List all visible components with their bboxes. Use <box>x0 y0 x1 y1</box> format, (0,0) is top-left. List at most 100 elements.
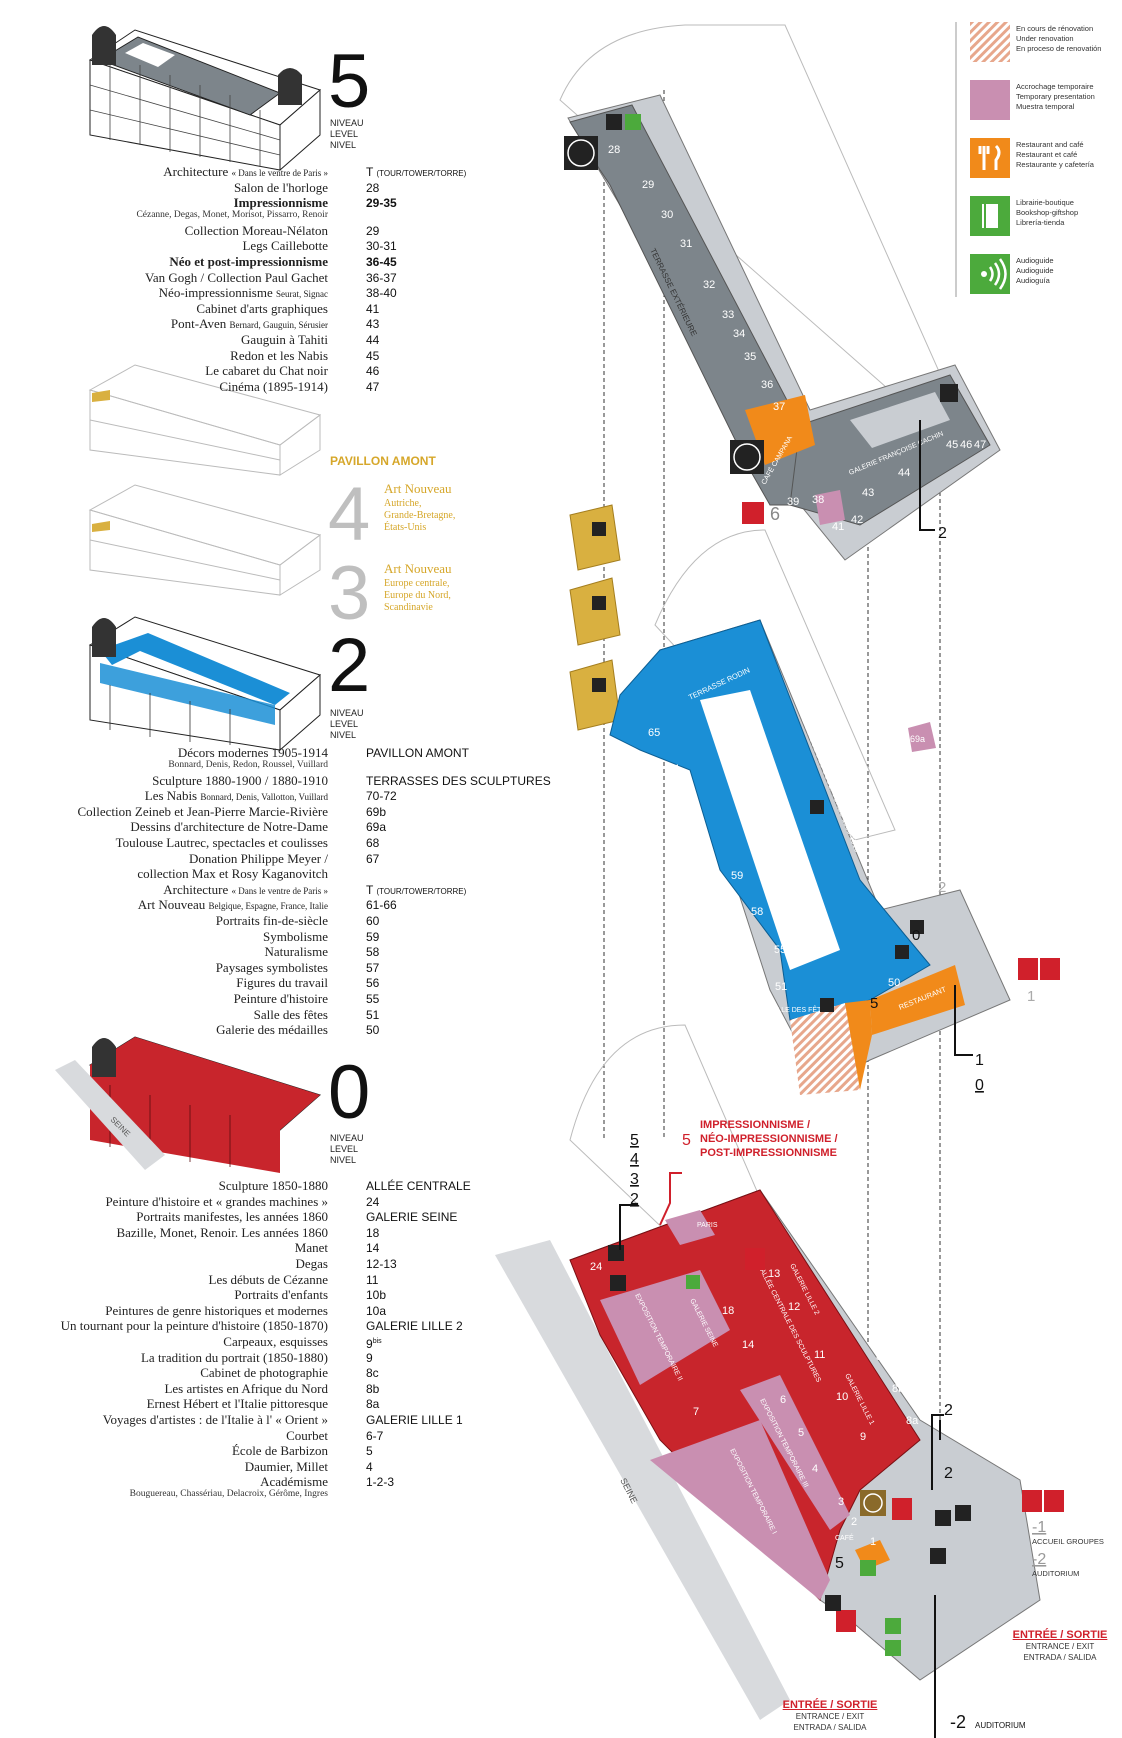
row-label-text: Paysages symbolistes <box>215 959 328 975</box>
row-value-text: 46 <box>366 364 380 379</box>
list-row: Donation Philippe Meyer / 67 <box>0 851 1122 868</box>
row-value: 51 <box>366 1007 379 1023</box>
row-label: Redon et les Nabis <box>230 348 328 364</box>
level5-wc-number: 6 <box>770 504 780 524</box>
row-value-text: 67 <box>366 851 380 866</box>
row-label: Donation Philippe Meyer / <box>189 851 328 867</box>
row-value: 6-7 <box>366 1428 383 1444</box>
entrance-bottom[interactable]: ENTRÉE / SORTIE ENTRANCE / EXIT ENTRADA … <box>782 1699 878 1733</box>
room-4: 4 <box>812 1463 818 1475</box>
row-value: 30-31 <box>366 238 397 254</box>
list-row: Académisme 1-2-3 <box>0 1474 1122 1491</box>
row-label-text: Toulouse Lautrec, spectacles et coulisse… <box>115 835 328 850</box>
row-label-text: Salon de l'horloge <box>233 179 328 195</box>
row-value-text: 60 <box>366 914 380 928</box>
row-label-text: Collection Moreau-Nélaton <box>184 222 328 238</box>
level-word-es: NIVEL <box>330 140 357 150</box>
row-label: Décors modernes 1905-1914 <box>178 745 328 761</box>
accessible-icon-level2 <box>1040 958 1060 980</box>
row-value: 1-2-3 <box>366 1474 394 1490</box>
row-value: 36-37 <box>366 270 397 286</box>
level-word-en: LEVEL <box>330 129 359 139</box>
row-value: 9 <box>366 1350 373 1366</box>
room-1: 1 <box>870 1536 876 1548</box>
row-value-text: 51 <box>366 1007 380 1022</box>
room-56: 56 <box>742 961 754 973</box>
list-row: Le cabaret du Chat noir 46 <box>0 363 1122 380</box>
row-value: 12-13 <box>366 1256 397 1272</box>
accueil-groupes-label: ACCUEIL GROUPES <box>1032 1537 1104 1546</box>
clock-icon-level0 <box>860 1490 886 1516</box>
row-label-detail: « Dans le ventre de Paris » <box>231 168 328 178</box>
row-label: Les débuts de Cézanne <box>209 1272 328 1288</box>
row-label-detail: Bonnard, Denis, Vallotton, Vuillard <box>200 792 328 803</box>
room-61: 61 <box>688 799 700 811</box>
row-label-text: Architecture <box>163 881 229 897</box>
row-value-text: 1-2-3 <box>366 1475 395 1490</box>
accueil-num: -1 <box>1032 1519 1046 1536</box>
row-value: 8b <box>366 1381 379 1397</box>
row-label-text: Donation Philippe Meyer / <box>188 850 328 866</box>
room-38: 38 <box>812 494 824 506</box>
level-0-plan: SEINE 1 2 3 4 5 6 7 8a 8b 8c 9 10 11 12 … <box>495 1024 1064 1720</box>
row-value-text: 47 <box>366 379 380 394</box>
row-label-text: Néo et post-impressionnisme <box>169 254 328 269</box>
row-value-text: 28 <box>366 180 380 195</box>
room-43: 43 <box>862 487 874 499</box>
row-label: Paysages symbolistes <box>216 960 328 976</box>
row-label: Un tournant pour la peinture d'histoire … <box>61 1318 328 1334</box>
row-value: 59 <box>366 929 379 945</box>
row-label: Legs Caillebotte <box>242 238 328 254</box>
room-58: 58 <box>751 906 763 918</box>
room-67: 67 <box>767 629 779 641</box>
level2-num-5: 5 <box>870 995 878 1012</box>
impressionnisme-note: IMPRESSIONNISME /NÉO-IMPRESSIONNISME /PO… <box>700 1119 838 1159</box>
row-value: 55 <box>366 991 379 1007</box>
row-value: 5 <box>366 1443 373 1459</box>
row-value-text: 9 <box>366 1337 373 1351</box>
room-35: 35 <box>744 351 756 363</box>
level0-up-num-2b: 2 <box>944 1465 953 1482</box>
row-label: Figures du travail <box>236 975 328 991</box>
room-68: 68 <box>800 687 812 699</box>
entrance-right[interactable]: ENTRÉE / SORTIE ENTRANCE / EXIT ENTRADA … <box>1012 1629 1108 1663</box>
row-value-text: 9 <box>366 1350 373 1365</box>
row-label: Le cabaret du Chat noir <box>205 363 328 379</box>
row-label: Courbet <box>286 1428 328 1444</box>
row-value-text: 8b <box>366 1381 380 1396</box>
level-3-number: 3 <box>328 551 371 636</box>
room-47: 47 <box>974 439 986 451</box>
row-value: PAVILLON AMONT <box>366 745 469 761</box>
row-value-text: 18 <box>366 1225 380 1240</box>
row-label-text: Cabinet de photographie <box>200 1365 328 1381</box>
room-57: 57 <box>718 923 730 935</box>
level2-grey-num-2: 2 <box>938 879 946 896</box>
row-value: 46 <box>366 363 379 379</box>
row-label: Architecture « Dans le ventre de Paris » <box>163 882 328 899</box>
room-64: 64 <box>667 763 679 775</box>
row-value-text: 61-66 <box>366 898 397 913</box>
row-value-text: 58 <box>366 945 380 960</box>
row-value-text: T <box>366 165 374 179</box>
list-row: Toulouse Lautrec, spectacles et coulisse… <box>0 835 1122 852</box>
row-value: 8c <box>366 1365 379 1381</box>
room-2: 2 <box>851 1516 857 1528</box>
row-label: Pont-Aven Bernard, Gauguin, Sérusier <box>171 316 328 333</box>
list-row: Peintures de genre historiques et modern… <box>0 1303 1122 1320</box>
row-label: Cinéma (1895-1914) <box>219 379 328 395</box>
row-label-text: Académisme <box>260 1474 328 1490</box>
row-value-text: 70-72 <box>366 789 397 804</box>
row-value-text: 44 <box>366 333 380 347</box>
row-label: Néo-impressionnisme Seurat, Signac <box>159 285 328 302</box>
stairs-num-3: 3 <box>630 1171 639 1188</box>
